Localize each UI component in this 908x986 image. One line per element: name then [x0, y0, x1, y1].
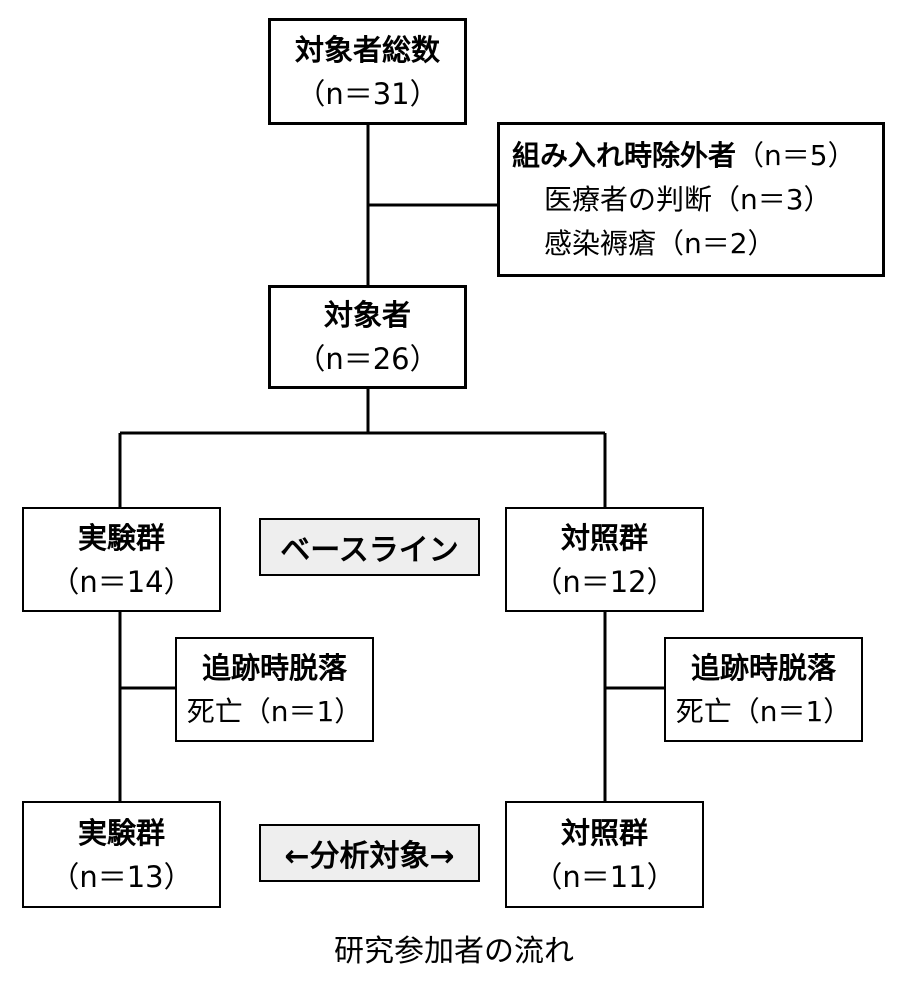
exclusion-box: 組み入れ時除外者（n＝5） 医療者の判断（n＝3） 感染褥瘡（n＝2） [497, 122, 885, 277]
analysis-label: ←分析対象→ [259, 824, 480, 882]
experimental-group-baseline-title: 実験群 [77, 520, 165, 555]
control-dropout-detail: 死亡（n＝1） [675, 694, 852, 728]
total-participants-title: 対象者総数 [294, 32, 440, 67]
control-group-baseline-title: 対照群 [560, 520, 648, 555]
exclusion-title: 組み入れ時除外者 [512, 138, 737, 172]
experimental-dropout-detail: 死亡（n＝1） [186, 694, 363, 728]
control-group-baseline-count: （n＝12） [533, 564, 676, 599]
experimental-group-baseline-count: （n＝14） [50, 564, 193, 599]
experimental-dropout-box: 追跡時脱落 死亡（n＝1） [175, 637, 374, 742]
control-group-final-title: 対照群 [560, 815, 648, 850]
total-participants-count: （n＝31） [296, 76, 439, 111]
exclusion-count: （n＝5） [736, 138, 856, 172]
experimental-dropout-title: 追跡時脱落 [201, 650, 347, 685]
control-group-final-count: （n＝11） [533, 859, 676, 894]
subjects-count: （n＝26） [296, 342, 439, 376]
subjects-title: 対象者 [323, 298, 411, 332]
experimental-group-final-title: 実験群 [77, 815, 165, 850]
subjects-box: 対象者 （n＝26） [268, 285, 467, 389]
figure-caption: 研究参加者の流れ [334, 934, 574, 969]
experimental-group-final-box: 実験群 （n＝13） [22, 801, 221, 908]
exclusion-reason-medical: 医療者の判断（n＝3） [544, 182, 832, 216]
baseline-label: ベースライン [259, 518, 480, 576]
exclusion-reason-infection: 感染褥瘡（n＝2） [544, 226, 776, 260]
control-group-baseline-box: 対照群 （n＝12） [505, 507, 704, 612]
experimental-group-baseline-box: 実験群 （n＝14） [22, 507, 221, 612]
total-participants-box: 対象者総数 （n＝31） [268, 18, 467, 125]
exclusion-heading: 組み入れ時除外者（n＝5） [512, 134, 856, 178]
control-dropout-title: 追跡時脱落 [690, 650, 836, 685]
experimental-group-final-count: （n＝13） [50, 859, 193, 894]
control-dropout-box: 追跡時脱落 死亡（n＝1） [664, 637, 863, 742]
control-group-final-box: 対照群 （n＝11） [505, 801, 704, 908]
